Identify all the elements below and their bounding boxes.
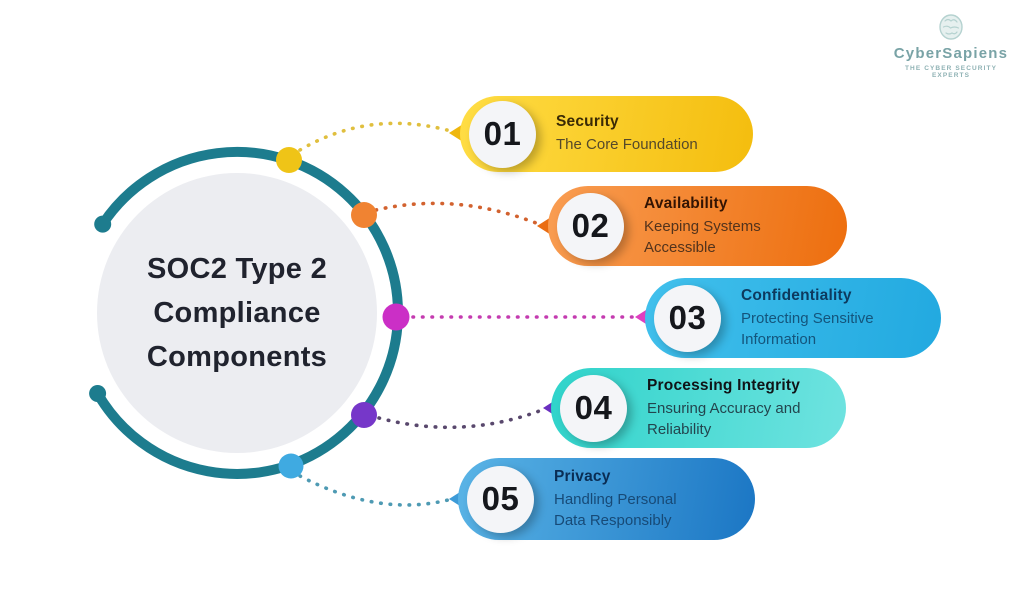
connector-availability [374, 201, 538, 225]
connector-security [298, 121, 449, 152]
component-title: Processing Integrity [647, 376, 801, 394]
component-card-confidentiality: 03 Confidentiality Protecting Sensitive … [645, 278, 941, 358]
component-text-block: Security The Core Foundation [556, 113, 746, 155]
ring-dot-privacy [278, 453, 304, 479]
brand-tagline: THE CYBER SECURITY EXPERTS [904, 65, 998, 79]
component-card-availability: 02 Availability Keeping Systems Accessib… [548, 186, 847, 266]
brand-name: CyberSapiens [893, 45, 1009, 62]
component-subtitle: The Core Foundation [556, 136, 698, 153]
component-title: Availability [644, 194, 728, 212]
component-subtitle: Protecting Sensitive Information [741, 309, 874, 348]
step-number: 02 [571, 207, 610, 244]
component-text-block: Confidentiality Protecting Sensitive Inf… [741, 287, 916, 350]
ring-dot-security [276, 147, 302, 173]
central-title-line-2: Compliance [153, 297, 321, 329]
component-card-processing-integrity: 04 Processing Integrity Ensuring Accurac… [551, 368, 846, 448]
connector-processing-integrity [377, 408, 544, 430]
component-title: Security [556, 113, 619, 130]
component-subtitle: Handling Personal Data Responsibly [554, 490, 677, 529]
component-card-security: 01 Security The Core Foundation [460, 96, 753, 172]
step-number: 05 [481, 480, 520, 517]
brain-icon [939, 14, 963, 40]
central-title-line-3: Components [146, 341, 328, 373]
step-number: 04 [574, 389, 613, 426]
step-number-badge: 01 [469, 100, 536, 168]
step-number-badge: 05 [467, 465, 534, 533]
step-number: 01 [483, 115, 522, 152]
component-text-block: Availability Keeping Systems Accessible [644, 195, 804, 258]
ring-dot-confidentiality [382, 303, 410, 331]
central-title-line-1: SOC2 Type 2 [146, 253, 328, 285]
ring-end-cap-top [94, 215, 112, 233]
ring-dot-availability [351, 202, 377, 228]
connector-privacy [298, 474, 450, 507]
ring-end-cap-bottom [89, 385, 107, 402]
central-title-circle: SOC2 Type 2 Compliance Components [97, 173, 377, 453]
component-text-block: Privacy Handling Personal Data Responsib… [554, 468, 704, 531]
component-text-block: Processing Integrity Ensuring Accuracy a… [647, 377, 819, 440]
component-subtitle: Ensuring Accuracy and Reliability [647, 399, 801, 438]
component-title: Confidentiality [741, 286, 852, 304]
ring-dot-processing-integrity [351, 402, 377, 428]
step-number-badge: 02 [557, 192, 624, 260]
step-number-badge: 03 [654, 284, 721, 352]
component-title: Privacy [554, 467, 611, 485]
brand-logo: CyberSapiens THE CYBER SECURITY EXPERTS [892, 12, 1010, 79]
component-card-privacy: 05 Privacy Handling Personal Data Respon… [458, 458, 755, 540]
step-number-badge: 04 [560, 374, 627, 442]
component-subtitle: Keeping Systems Accessible [644, 217, 761, 256]
step-number: 03 [668, 299, 707, 336]
